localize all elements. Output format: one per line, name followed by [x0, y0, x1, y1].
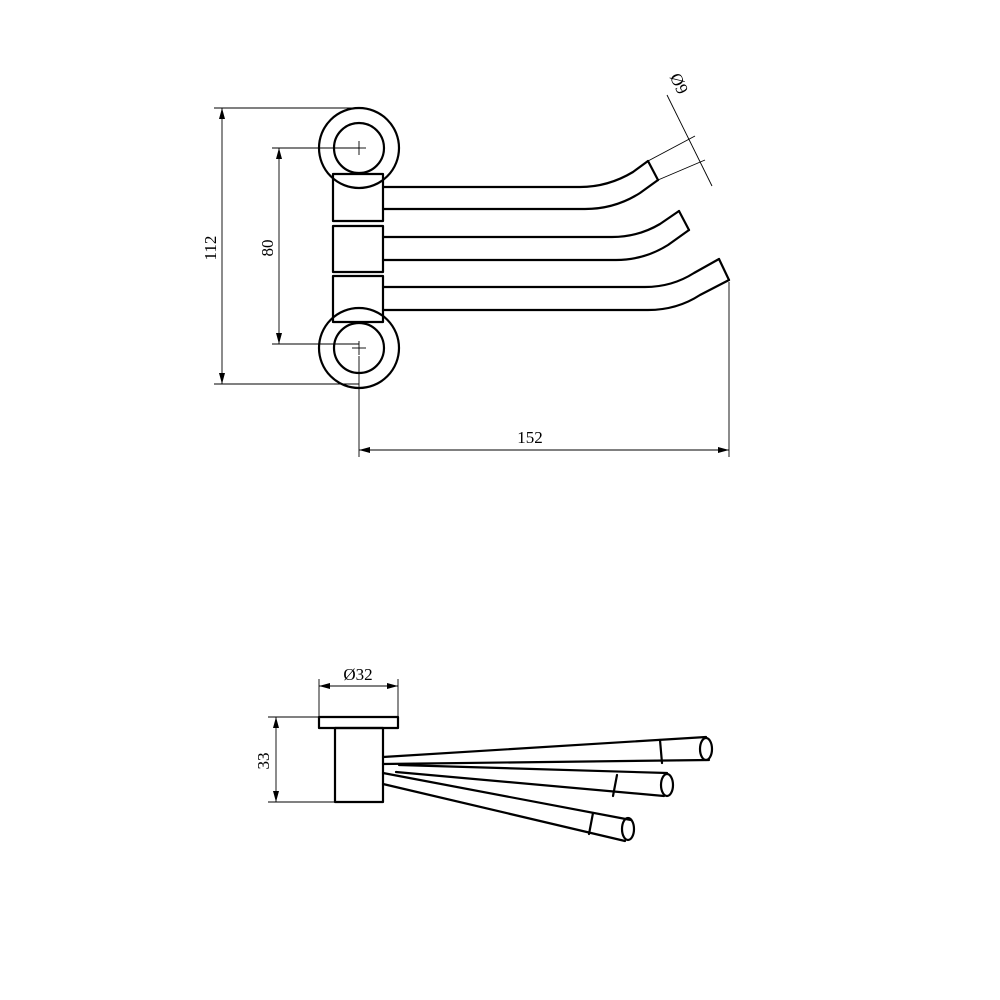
side-rod-middle [394, 763, 675, 798]
pivot-body [331, 172, 385, 324]
side-rod-bottom [381, 771, 636, 843]
base-plate [317, 715, 400, 804]
dimension-base-depth-label: 33 [254, 753, 273, 770]
dimension-152-label: 152 [517, 428, 543, 447]
dimension-base-diameter-label: Ø32 [343, 665, 372, 684]
swivel-arm-1 [381, 159, 660, 211]
dimension-rod-diameter-label: Ø9 [666, 70, 692, 97]
dimension-base-depth: 33 [254, 716, 335, 803]
dimension-rod-diameter: Ø9 [647, 70, 713, 187]
swivel-arm-2 [381, 209, 691, 262]
dimension-80: 80 [258, 147, 359, 345]
side-rod-top [381, 735, 714, 766]
dimension-112-label: 112 [201, 236, 220, 261]
dimension-112: 112 [201, 107, 359, 385]
dimension-base-diameter: Ø32 [318, 665, 399, 717]
dimension-152: 152 [358, 282, 730, 457]
side-view: Ø32 33 [254, 665, 714, 843]
dimension-80-label: 80 [258, 240, 277, 257]
top-view: 112 80 152 Ø9 [201, 70, 731, 457]
swivel-arm-3 [381, 257, 731, 312]
